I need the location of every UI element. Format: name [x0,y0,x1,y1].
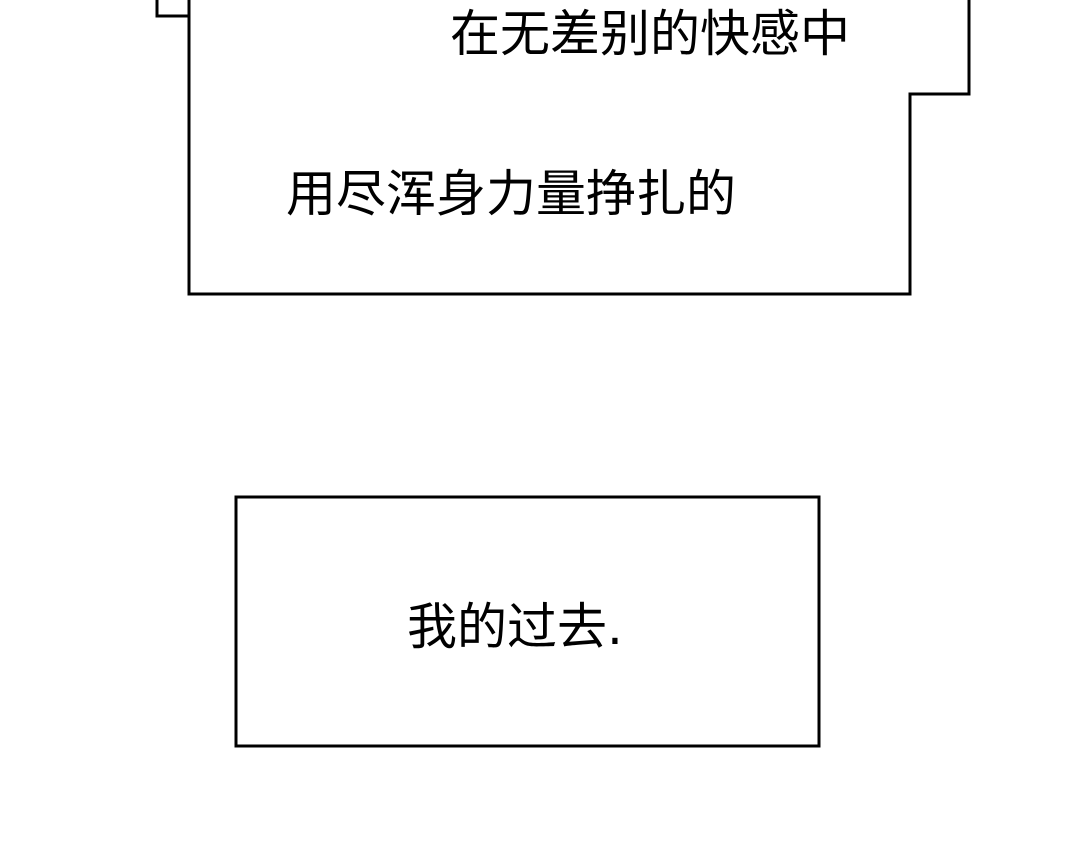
caption-text-line-1: 在无差别的快感中 [450,5,850,63]
caption-box-1-outline [155,0,971,296]
caption-text-line-3: 我的过去. [407,598,623,656]
caption-box-2-outline [234,495,821,748]
caption-text-line-2: 用尽浑身力量挣扎的 [286,165,736,223]
